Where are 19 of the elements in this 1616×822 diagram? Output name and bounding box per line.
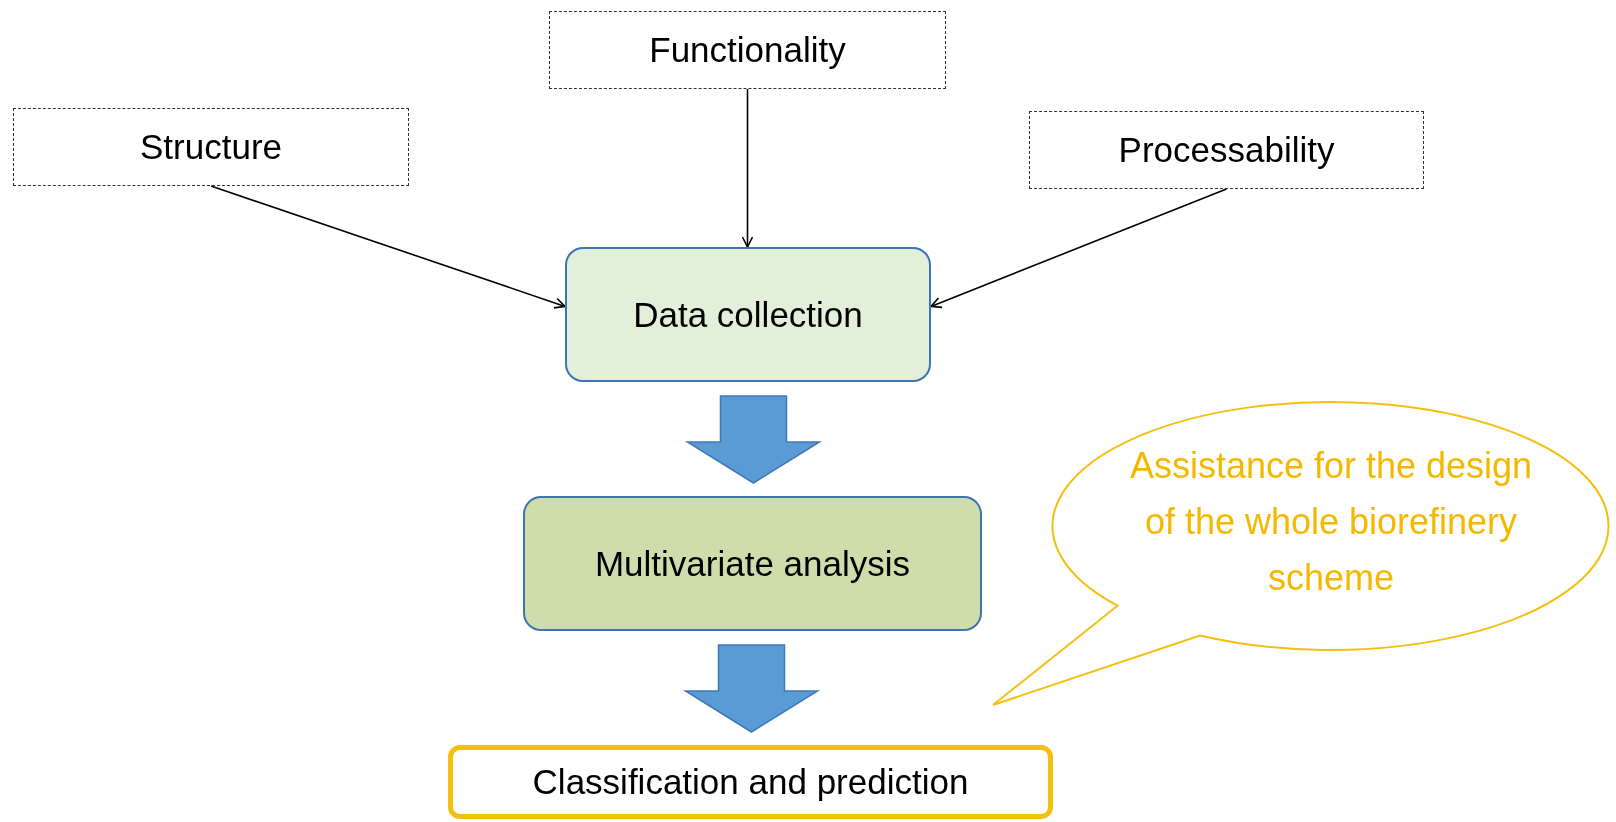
process-box: [523, 496, 982, 631]
block-arrow: [682, 644, 821, 733]
process-box: [565, 247, 931, 382]
node-label: Functionality: [649, 29, 846, 71]
speech-bubble: [991, 400, 1611, 708]
dashed-box: [13, 108, 409, 186]
dashed-box: [1029, 111, 1424, 189]
node-label: Data collection: [633, 293, 863, 336]
arrow: [930, 188, 1228, 309]
node-label: Structure: [140, 126, 282, 168]
node-label: Classification and prediction: [532, 761, 969, 803]
callout-text: Assistance for the design of the whole biorefinery scheme: [1128, 444, 1534, 600]
node-label: Multivariate analysis: [594, 542, 911, 585]
node-label: Processability: [1118, 129, 1335, 171]
block-arrow: [684, 395, 823, 484]
arrow: [741, 88, 754, 248]
result-box: [448, 745, 1053, 819]
arrow: [210, 185, 566, 309]
dashed-box: [549, 11, 946, 89]
